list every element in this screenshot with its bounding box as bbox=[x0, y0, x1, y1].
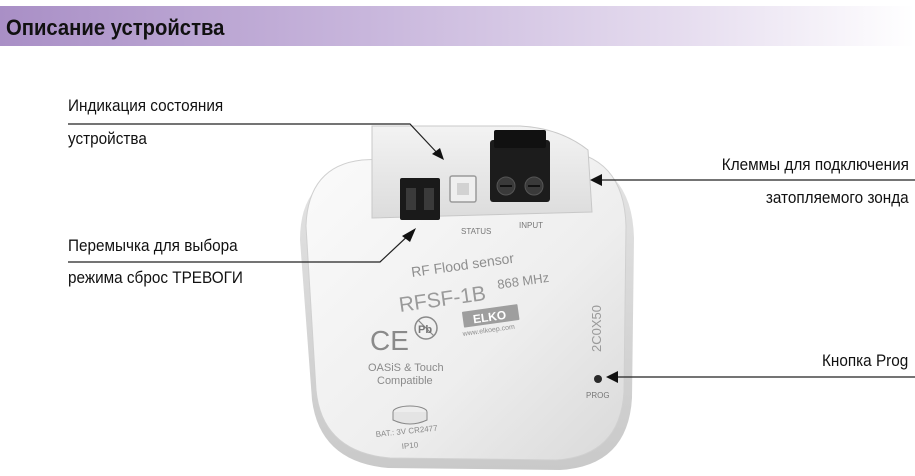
compat-line1: OASiS & Touch bbox=[368, 362, 444, 374]
prog-label: PROG bbox=[586, 391, 610, 400]
device-code: 2C0X50 bbox=[589, 305, 604, 352]
arrow-jumper bbox=[402, 228, 416, 242]
status-port-label: STATUS bbox=[461, 227, 491, 236]
arrow-terminals bbox=[590, 174, 602, 186]
leader-lines bbox=[68, 123, 915, 378]
callout-status-line2: устройства bbox=[68, 129, 147, 148]
leader-status bbox=[68, 123, 441, 157]
section-header: Описание устройства bbox=[0, 6, 915, 46]
callout-terminals-line2: затопляемого зонда bbox=[766, 188, 909, 207]
callout-jumper-line2: режима сброс ТРЕВОГИ bbox=[68, 268, 243, 287]
input-port-label: INPUT bbox=[519, 221, 543, 230]
status-led bbox=[449, 175, 477, 203]
leader-jumper bbox=[68, 231, 413, 263]
battery-icon bbox=[392, 405, 428, 425]
device-body bbox=[305, 149, 627, 461]
ip-rating: IP10 bbox=[401, 440, 419, 451]
prog-button[interactable] bbox=[594, 375, 602, 383]
compat-line2: Compatible bbox=[377, 375, 433, 387]
elko-logo: ELKO bbox=[462, 304, 520, 328]
arrow-status bbox=[432, 148, 444, 160]
input-terminal-block bbox=[490, 130, 550, 202]
ce-mark-text: CE bbox=[370, 325, 409, 356]
callout-status-line1: Индикация состояния bbox=[68, 96, 224, 115]
pb-mark-text: Pb bbox=[418, 324, 432, 336]
callout-jumper-line1: Перемычка для выбора bbox=[68, 236, 238, 255]
ce-mark-icon: CE bbox=[370, 325, 409, 356]
device-frequency: 868 MHz bbox=[496, 270, 550, 292]
page-title: Описание устройства bbox=[6, 15, 225, 40]
pb-mark-icon: Pb bbox=[414, 316, 438, 340]
elko-logo-text: ELKO bbox=[472, 308, 507, 327]
callout-prog-button: Кнопка Prog bbox=[822, 351, 909, 370]
arrow-prog bbox=[606, 371, 618, 383]
arrowheads bbox=[402, 148, 618, 383]
reset-jumper[interactable] bbox=[400, 178, 440, 220]
callout-terminals-line1: Клеммы для подключения bbox=[721, 155, 909, 174]
